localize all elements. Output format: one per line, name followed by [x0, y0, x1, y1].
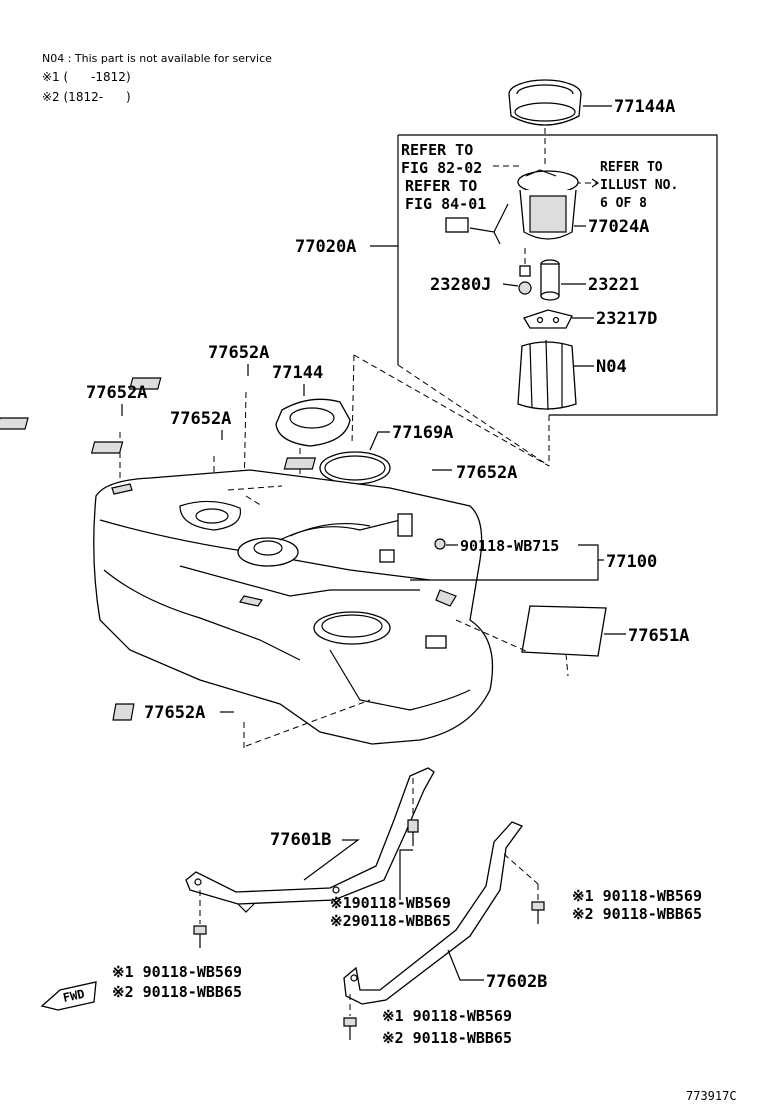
label-77652A-top: 77652A — [208, 343, 269, 363]
label-77144A: 77144A — [614, 97, 675, 117]
label-77652A-mid: 77652A — [170, 409, 231, 429]
regulator-23280J — [518, 265, 532, 295]
band-77602B — [343, 821, 524, 1005]
pad-77652A-1 — [129, 377, 162, 390]
refer-82-line2: FIG 82-02 — [401, 159, 482, 177]
label-77652A-bottom: 77652A — [144, 703, 205, 723]
pad-77652A-3 — [90, 441, 124, 454]
refer-84-line1: REFER TO — [405, 177, 477, 195]
label-bolt-center-1: ※190118-WB569 — [330, 894, 451, 912]
label-77652A-right: 77652A — [456, 463, 517, 483]
band-77601B — [185, 767, 435, 913]
label-bolt-right-1: ※1 90118-WB569 — [572, 887, 702, 905]
label-bolt-left-1: ※1 90118-WB569 — [112, 963, 242, 981]
protector-77651A — [521, 605, 607, 657]
fwd-arrow-icon: FWD — [40, 981, 97, 1011]
label-77144: 77144 — [272, 363, 323, 383]
gasket-77169A — [319, 451, 391, 485]
label-N04: N04 — [596, 357, 627, 377]
label-77601B: 77601B — [270, 830, 331, 850]
label-23221: 23221 — [588, 275, 639, 295]
refer-illus-line2: ILLUST NO. — [600, 178, 678, 193]
plate-77144 — [275, 398, 351, 447]
note-n04: N04 : This part is not available for ser… — [42, 52, 272, 65]
label-bolt-bottom-2: ※2 90118-WBB65 — [382, 1029, 512, 1047]
label-77652A-left: 77652A — [86, 383, 147, 403]
fuel-tank-77100 — [93, 469, 494, 745]
module-box — [398, 134, 718, 416]
bolt-bottom — [343, 1017, 357, 1040]
label-23217D: 23217D — [596, 309, 657, 329]
note-1: ※1 ( -1812) — [42, 70, 131, 84]
label-77024A: 77024A — [588, 217, 649, 237]
label-bolt-center-2: ※290118-WBB65 — [330, 912, 451, 930]
bolt-right — [531, 901, 545, 924]
label-77651A: 77651A — [628, 626, 689, 646]
label-90118-WB715: 90118-WB715 — [460, 537, 559, 555]
bolt-lower-left — [193, 925, 207, 948]
fuel-filter-23221 — [540, 259, 560, 301]
bolt-center — [407, 819, 419, 846]
label-77602B: 77602B — [486, 972, 547, 992]
label-bolt-bottom-1: ※1 90118-WB569 — [382, 1007, 512, 1025]
label-77020A: 77020A — [295, 237, 356, 257]
refer-84-line2: FIG 84-01 — [405, 195, 486, 213]
figure-id: 773917C — [686, 1089, 737, 1103]
label-77100: 77100 — [606, 552, 657, 572]
pad-77652A-4 — [283, 457, 317, 470]
fuel-sender-77024A — [445, 169, 579, 245]
bracket-23217D — [523, 309, 573, 329]
clip-90118-WB715 — [434, 538, 446, 550]
refer-illus-line1: REFER TO — [600, 160, 663, 175]
refer-82-line1: REFER TO — [401, 141, 473, 159]
label-bolt-right-2: ※2 90118-WBB65 — [572, 905, 702, 923]
label-bolt-left-2: ※2 90118-WBB65 — [112, 983, 242, 1001]
pad-77652A-5 — [112, 703, 135, 721]
note-2: ※2 (1812- ) — [42, 90, 131, 104]
fwd-label: FWD — [62, 987, 86, 1005]
pad-77652A-2 — [0, 417, 29, 430]
label-77169A: 77169A — [392, 423, 453, 443]
retainer-ring-77144A — [508, 79, 582, 126]
pump-bracket-N04 — [517, 339, 577, 411]
label-23280J: 23280J — [430, 275, 491, 295]
refer-illus-line3: 6 OF 8 — [600, 196, 647, 211]
